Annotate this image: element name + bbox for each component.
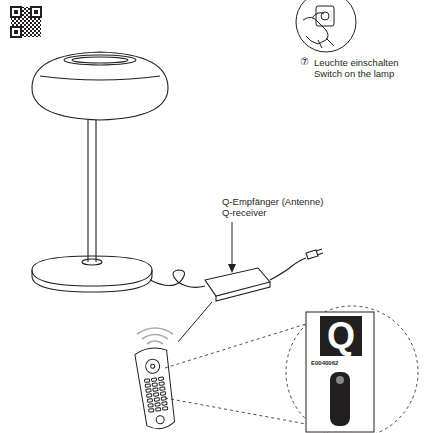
receiver-cable [150, 249, 323, 301]
signal-waves [137, 328, 173, 344]
label-card [306, 312, 374, 432]
lamp [32, 52, 168, 292]
leader-arrow [228, 222, 236, 273]
part-name: Q-Empfänger (Antenne) [222, 196, 323, 207]
part-name: Q-receiver [222, 207, 266, 218]
switch-icon [296, 0, 356, 52]
remote-control [134, 346, 177, 431]
brand-logo: Q [320, 318, 362, 354]
instruction-text: Switch on the lamp [314, 68, 394, 79]
instruction-text: Leuchte einschalten [314, 57, 399, 68]
magnifier [165, 306, 418, 433]
pointer-line [178, 302, 212, 342]
callout-number: ⑦ [300, 56, 309, 67]
article-number: E0040062 [311, 360, 338, 367]
qr-code [11, 7, 41, 37]
